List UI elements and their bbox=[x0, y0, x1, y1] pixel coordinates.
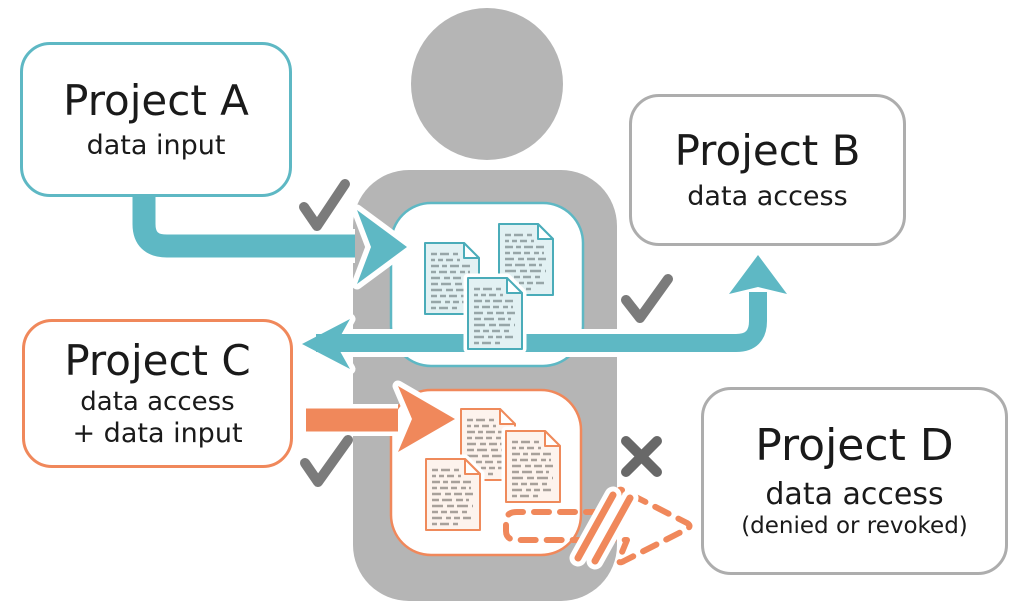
project-d-note: (denied or revoked) bbox=[741, 513, 968, 540]
project-b-title: Project B bbox=[674, 126, 861, 176]
project-b-box: Project B data access bbox=[629, 94, 906, 246]
arrow-data-access-icon bbox=[296, 249, 793, 375]
checkmark-icon-b bbox=[621, 274, 673, 323]
project-c-subtitle: data access bbox=[80, 386, 235, 417]
arrow-project-c-input-icon bbox=[306, 380, 461, 458]
person-head bbox=[411, 8, 563, 160]
project-c-subtitle2: + data input bbox=[72, 417, 243, 449]
project-a-box: Project A data input bbox=[20, 42, 292, 197]
denied-slashes-icon bbox=[569, 486, 639, 570]
dashed-arrow-icon bbox=[503, 486, 693, 566]
project-d-box: Project D data access (denied or revoked… bbox=[701, 387, 1008, 575]
arrow-project-a-input-icon bbox=[127, 195, 413, 290]
project-b-subtitle: data access bbox=[687, 180, 848, 212]
document-icon bbox=[506, 431, 560, 502]
project-c-box: Project C data access + data input bbox=[22, 319, 293, 468]
checkmark-icon-c bbox=[300, 435, 353, 487]
project-d-title: Project D bbox=[755, 420, 954, 472]
cross-icon bbox=[621, 436, 662, 477]
checkmark-icon-a bbox=[299, 179, 350, 231]
document-icon bbox=[468, 278, 522, 349]
project-a-title: Project A bbox=[63, 75, 249, 125]
project-a-subtitle: data input bbox=[86, 130, 226, 162]
project-d-subtitle: data access bbox=[765, 476, 944, 512]
project-c-title: Project C bbox=[64, 336, 251, 386]
document-icon bbox=[426, 459, 480, 530]
